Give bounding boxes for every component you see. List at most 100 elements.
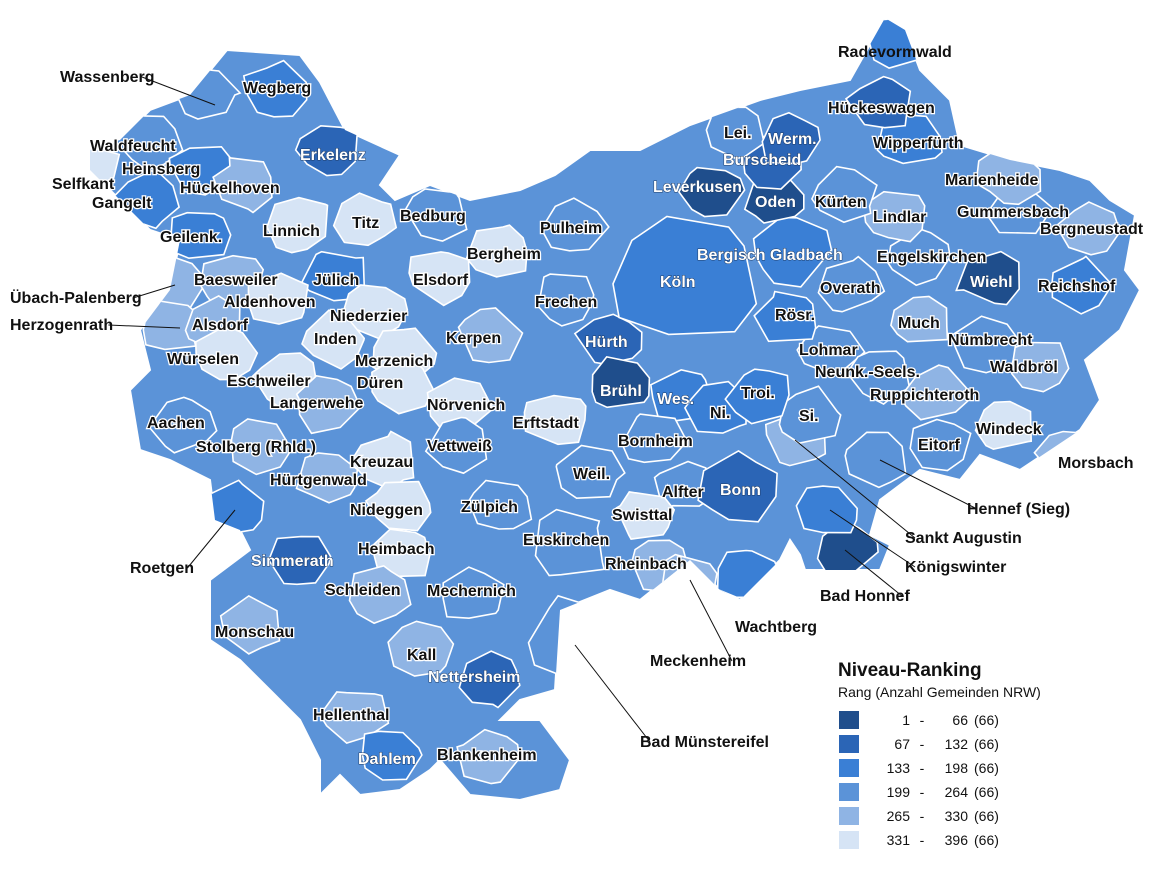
area-köln: [612, 215, 758, 336]
label-bergneustadt: Bergneustadt: [1040, 221, 1144, 238]
legend-swatch: [838, 758, 860, 778]
label-lei-: Lei.: [724, 125, 752, 142]
leader-wassenberg: [141, 76, 216, 106]
legend-title: Niveau-Ranking: [838, 660, 982, 681]
legend-sep: -: [919, 784, 925, 800]
legend-count: (66): [974, 784, 999, 800]
area-overath: [817, 255, 886, 313]
label-oden: Oden: [755, 194, 796, 211]
legend-row: 331-396(66): [838, 828, 1138, 852]
area-hellenthal: [319, 691, 390, 744]
label-hürtgenwald: Hürtgenwald: [270, 472, 367, 489]
label-wes-: Wes.: [657, 391, 694, 408]
label-zülpich: Zülpich: [461, 499, 518, 516]
legend-swatch: [838, 782, 860, 802]
label-kerpen: Kerpen: [446, 330, 501, 347]
legend-count: (66): [974, 760, 999, 776]
label-si-: Si.: [799, 408, 819, 425]
label-würselen: Würselen: [167, 351, 239, 368]
label-radevormwald: Radevormwald: [838, 44, 952, 61]
label-lindlar: Lindlar: [873, 209, 926, 226]
label-frechen: Frechen: [535, 294, 597, 311]
map-legend: Niveau-Ranking Rang (Anzahl Gemeinden NR…: [838, 660, 1138, 852]
label-waldfeucht: Waldfeucht: [90, 138, 176, 155]
label-wegberg: Wegberg: [243, 80, 311, 97]
legend-row: 133-198(66): [838, 756, 1138, 780]
legend-row: 1-66(66): [838, 708, 1138, 732]
label-gangelt: Gangelt: [92, 195, 152, 212]
label-kall: Kall: [407, 647, 436, 664]
label-alsdorf: Alsdorf: [192, 317, 249, 334]
area-bergneustadt: [1055, 201, 1121, 256]
area-kürten: [810, 165, 878, 224]
area-brühl: [591, 356, 651, 409]
area-bedburg: [404, 188, 468, 242]
legend-count: (66): [974, 736, 999, 752]
area-erftstadt: [523, 394, 587, 446]
label-hürth: Hürth: [585, 334, 628, 351]
label-roetgen: Roetgen: [130, 560, 194, 577]
area-leverkusen: [677, 166, 746, 218]
area-werm-: [761, 111, 821, 165]
legend-swatch: [838, 734, 860, 754]
label-wassenberg: Wassenberg: [60, 69, 155, 86]
label-pulheim: Pulheim: [540, 220, 602, 237]
label-titz: Titz: [352, 215, 379, 232]
label-burscheid: Burscheid: [723, 152, 801, 169]
label-heimbach: Heimbach: [358, 541, 434, 558]
label-bergisch-gladbach: Bergisch Gladbach: [697, 247, 843, 264]
area-bonn: [697, 449, 778, 523]
area-hennef-sieg-: [844, 431, 907, 489]
label-nettersheim: Nettersheim: [428, 669, 520, 686]
label-niederzier: Niederzier: [330, 308, 407, 325]
label-nümbrecht: Nümbrecht: [948, 332, 1033, 349]
legend-count: (66): [974, 832, 999, 848]
legend-row: 199-264(66): [838, 780, 1138, 804]
area-ruppichteroth: [899, 364, 971, 421]
area-lei-: [705, 106, 766, 160]
label-euskirchen: Euskirchen: [523, 532, 609, 549]
label-waldbröl: Waldbröl: [990, 359, 1058, 376]
label-aldenhoven: Aldenhoven: [224, 294, 316, 311]
legend-sep: -: [919, 808, 925, 824]
area-nideggen: [364, 480, 432, 532]
leader-sankt-augustin: [794, 439, 916, 539]
label-köln: Köln: [660, 274, 696, 291]
legend-from: 1: [902, 712, 910, 728]
label-stolberg-rhld-: Stolberg (Rhld.): [196, 439, 316, 456]
area-blankenheim: [456, 728, 521, 785]
area-aldenhoven: [247, 272, 309, 325]
label-düren: Düren: [357, 375, 403, 392]
area-hückelhoven: [212, 156, 273, 214]
label-geilenk-: Geilenk.: [160, 229, 222, 246]
legend-classes: 1-66(66)67-132(66)133-198(66)199-264(66)…: [838, 708, 1138, 852]
label-lohmar: Lohmar: [799, 342, 858, 359]
area-swisttal: [615, 491, 676, 540]
area-troi-: [724, 368, 790, 425]
label-langerwehe: Langerwehe: [270, 395, 363, 412]
label-bornheim: Bornheim: [618, 433, 693, 450]
label-wachtberg: Wachtberg: [735, 619, 817, 636]
label-selfkant: Selfkant: [52, 176, 115, 193]
legend-sep: -: [919, 712, 925, 728]
label-hellenthal: Hellenthal: [313, 707, 389, 724]
area-titz: [332, 192, 398, 247]
legend-swatch: [838, 830, 860, 850]
legend-to: 198: [944, 760, 968, 776]
label-herzogenrath: Herzogenrath: [10, 317, 113, 334]
area-bornheim: [621, 413, 686, 464]
area-zülpich: [467, 479, 533, 530]
label-rösr-: Rösr.: [775, 307, 815, 324]
leader-bad-münstereifel: [574, 644, 651, 743]
label-hückelhoven: Hückelhoven: [180, 180, 280, 197]
label-brühl: Brühl: [600, 383, 642, 400]
area-rösr-: [753, 290, 817, 343]
area-schleiden: [348, 565, 412, 625]
area-much: [890, 295, 949, 343]
legend-count: (66): [974, 808, 999, 824]
municipality-labels: WassenbergWegbergErkelenzWaldfeuchtHeins…: [10, 44, 1145, 769]
label-kreuzau: Kreuzau: [350, 454, 413, 471]
label-hennef-sieg-: Hennef (Sieg): [967, 501, 1070, 518]
label-simmerath: Simmerath: [251, 553, 334, 570]
